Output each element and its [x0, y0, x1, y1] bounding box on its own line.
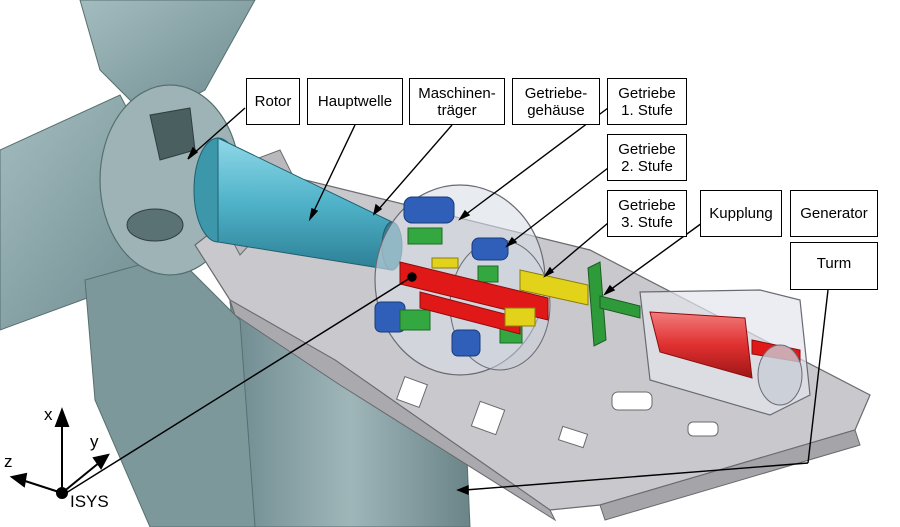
label-rotor: Rotor — [246, 78, 300, 125]
generator — [639, 289, 811, 416]
label-kupplung: Kupplung — [700, 190, 782, 237]
label-hauptwelle: Hauptwelle — [307, 78, 403, 125]
coordinate-origin-label: ISYS — [70, 492, 109, 511]
gear-stage-1 — [374, 196, 509, 357]
label-getriebe-stufe-2: Getriebe 2. Stufe — [607, 134, 687, 181]
label-getriebegehaeuse: Getriebe- gehäuse — [512, 78, 600, 125]
label-generator: Generator — [790, 190, 878, 237]
coordinate-system — [9, 407, 110, 499]
label-getriebe-stufe-1: Getriebe 1. Stufe — [607, 78, 687, 125]
label-turm: Turm — [790, 242, 878, 290]
inner-shafts — [399, 261, 549, 335]
axis-label-y: y — [90, 432, 99, 451]
leader-lines — [65, 107, 829, 496]
gear-stage-3 — [431, 257, 589, 327]
axis-label-z: z — [4, 452, 13, 471]
coupling — [587, 261, 641, 347]
label-getriebe-stufe-3: Getriebe 3. Stufe — [607, 190, 687, 237]
rotor-blades — [0, 0, 256, 527]
label-maschinentraeger: Maschinen- träger — [409, 78, 505, 125]
axis-label-x: x — [44, 405, 53, 424]
